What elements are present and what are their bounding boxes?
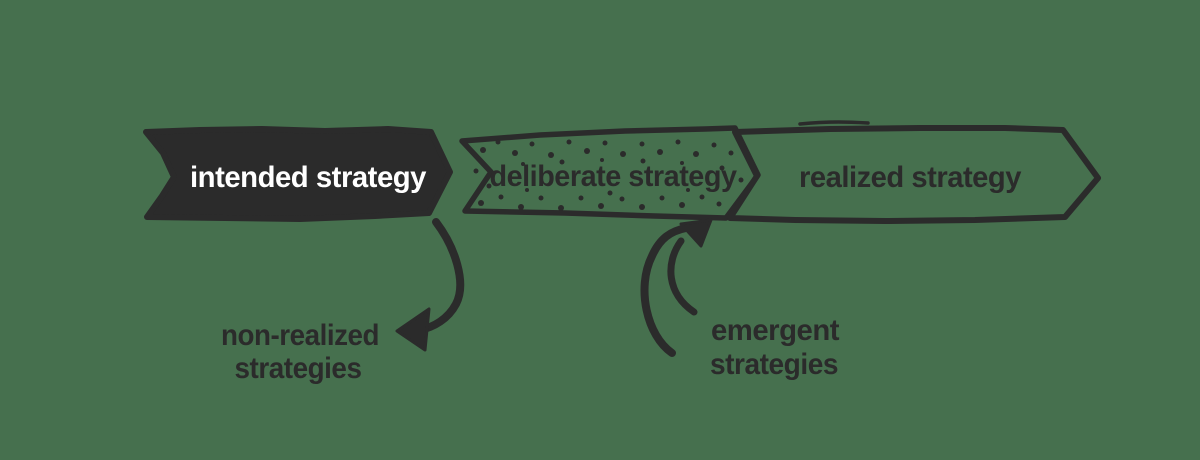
curved-arrow-down-left-icon <box>395 218 465 352</box>
banner-realized-label: realized strategy <box>799 161 1022 194</box>
banner-realized-shape <box>727 125 1101 224</box>
annotation-emergent: emergent strategies <box>710 314 840 381</box>
annotation-non-realized: non-realized strategies <box>221 319 380 385</box>
annotation-non-realized-line1: non-realized <box>221 319 379 352</box>
banner-intended-label: intended strategy <box>190 161 427 194</box>
banner-deliberate-label: deliberate strategy <box>490 160 738 193</box>
banner-intended-strategy: intended strategy <box>143 126 453 222</box>
annotation-emergent-line2: strategies <box>710 348 838 381</box>
banner-intended-shape <box>143 126 453 222</box>
banner-realized-strategy: realized strategy <box>727 120 1101 224</box>
stipple-dots-pattern <box>473 139 744 211</box>
curved-arrow-up-right-icon <box>640 218 713 357</box>
sketch-overstroke <box>798 120 870 126</box>
annotation-emergent-line1: emergent <box>711 314 839 347</box>
annotation-non-realized-line2: strategies <box>235 352 362 385</box>
